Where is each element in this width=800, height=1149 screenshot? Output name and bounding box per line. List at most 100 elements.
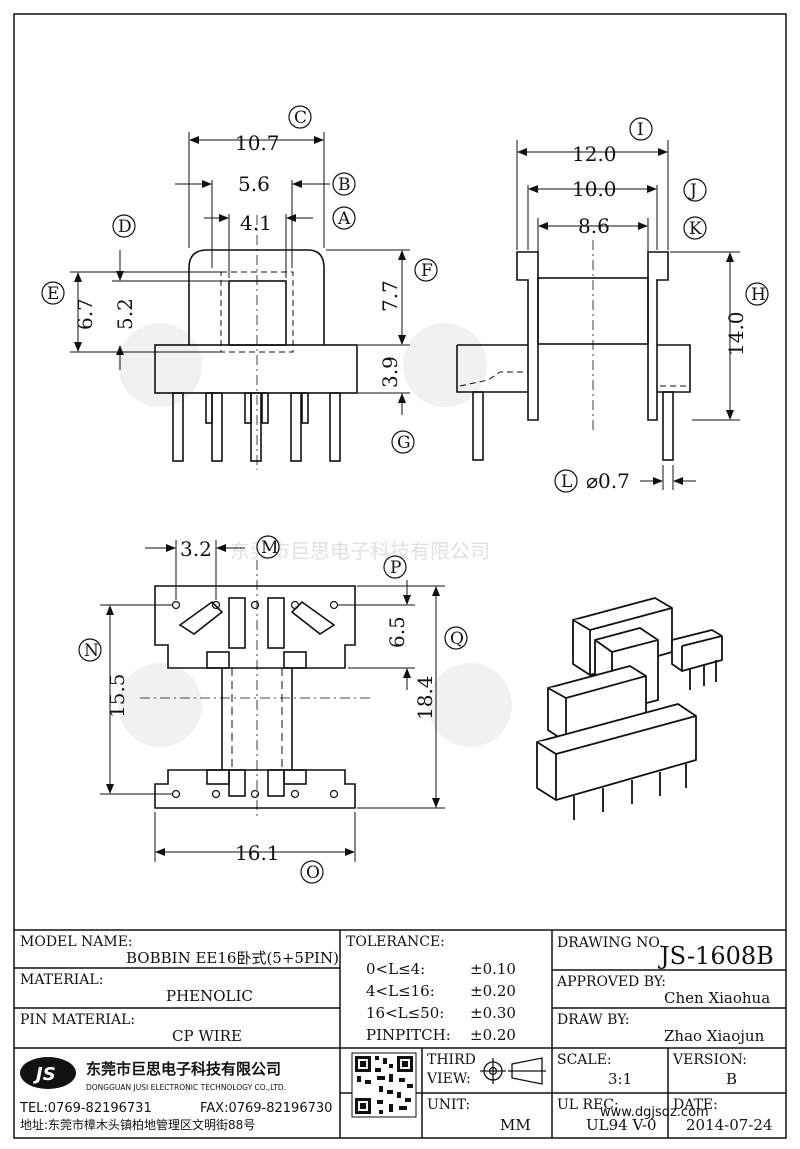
callout-f: F (421, 261, 433, 281)
tolerance-value-3: ±0.30 (470, 1004, 516, 1022)
version-label: VERSION: (672, 1052, 747, 1068)
watermark-layer: 东莞市巨思电子科技有限公司 (118, 323, 512, 747)
date-value: 2014-07-24 (686, 1116, 772, 1134)
dim-text-e: 6.7 (73, 298, 97, 330)
tolerance-value-1: ±0.10 (470, 960, 516, 978)
dim-text-f: 7.7 (378, 280, 402, 312)
tolerance-range-3: 16<L≤50: (366, 1004, 444, 1022)
dim-text-h: 14.0 (724, 311, 748, 356)
dim-text-a: 4.1 (240, 211, 272, 235)
side-dimension-texts: 12.0 10.0 8.6 14.0 ⌀0.7 (572, 142, 748, 493)
callout-k: K (689, 219, 702, 239)
watermark-logo-circle (403, 323, 487, 407)
callout-i: I (637, 120, 644, 140)
approved-by-label: APPROVED BY: (556, 974, 666, 990)
watermark-logo-circle (118, 663, 202, 747)
unit-label: UNIT: (427, 1097, 470, 1113)
version-value: B (726, 1070, 737, 1088)
watermark-logo-circle (428, 663, 512, 747)
callout-e: E (47, 284, 59, 304)
website-watermark: www.dgjsdz.com (600, 1105, 709, 1120)
company-name-en: DONGGUAN JUSI ELECTRONIC TECHNOLOGY CO.,… (86, 1083, 286, 1092)
dim-text-m: 3.2 (180, 537, 212, 561)
draw-by-label: DRAW BY: (557, 1012, 629, 1028)
callout-a: A (337, 209, 351, 229)
callout-q: Q (450, 629, 464, 649)
drawing-frame (13, 13, 787, 1139)
front-dimension-texts: 10.7 5.6 4.1 6.7 5.2 7.7 3.9 (73, 131, 402, 388)
company-logo: JS (20, 1057, 76, 1089)
pin-material-value: CP WIRE (172, 1027, 242, 1045)
tolerance-value-4: ±0.20 (470, 1026, 516, 1044)
ul-rec-label: UL REC: (557, 1097, 619, 1113)
bottom-view (140, 560, 370, 820)
tolerance-range-1: 0<L≤4: (366, 960, 425, 978)
unit-value: MM (500, 1116, 531, 1134)
isometric-view (536, 597, 723, 820)
dim-text-q: 18.4 (413, 675, 437, 720)
front-callouts (41, 105, 438, 454)
scale-label: SCALE: (557, 1052, 612, 1068)
tolerance-value-2: ±0.20 (470, 982, 516, 1000)
tolerance-label: TOLERANCE: (346, 934, 445, 950)
callout-p: P (390, 558, 401, 578)
scale-value: 3:1 (608, 1070, 632, 1088)
company-address: 地址:东莞市樟木头镇柏地管理区文明街88号 (20, 1117, 255, 1132)
tolerance-range-4: PINPITCH: (366, 1026, 451, 1044)
callout-c: C (294, 108, 307, 128)
material-label: MATERIAL: (20, 972, 103, 988)
approved-by-value: Chen Xiaohua (664, 989, 770, 1007)
bottom-callout-letters: M P Q N O (84, 538, 464, 883)
side-callouts (554, 117, 769, 493)
dim-text-l: ⌀0.7 (586, 469, 630, 493)
front-dimensions (70, 132, 410, 415)
pin-material-label: PIN MATERIAL: (20, 1012, 135, 1028)
drawing-no-label: DRAWING NO. (557, 935, 663, 951)
company-name-cn: 东莞市巨思电子科技有限公司 (86, 1060, 281, 1078)
bottom-dimensions (100, 540, 445, 862)
watermark-logo-circle (118, 323, 202, 407)
callout-m: M (261, 538, 278, 558)
dim-text-b: 5.6 (238, 172, 270, 196)
callout-o: O (306, 863, 320, 883)
third-view-label-line1: THIRD (427, 1052, 476, 1068)
qr-code-image (351, 1052, 417, 1118)
dim-text-c: 10.7 (235, 131, 280, 155)
side-view (456, 240, 691, 461)
date-label: DATE: (673, 1097, 718, 1113)
dim-text-n: 15.5 (105, 673, 129, 718)
dim-text-j: 10.0 (572, 177, 617, 201)
material-value: PHENOLIC (166, 987, 253, 1005)
dim-text-o: 16.1 (235, 841, 280, 865)
tolerance-range-2: 4<L≤16: (366, 982, 435, 1000)
model-name-label: MODEL NAME: (20, 934, 133, 950)
dim-text-i: 12.0 (572, 142, 617, 166)
callout-d: D (118, 217, 132, 237)
title-block-grid (14, 929, 786, 1138)
dim-text-g: 3.9 (378, 356, 402, 388)
front-callout-letters: C B A D E F G (47, 108, 433, 453)
callout-n: N (84, 641, 99, 661)
dim-text-k: 8.6 (578, 214, 610, 238)
third-view-label-line2: VIEW: (426, 1071, 471, 1087)
callout-j: J (688, 181, 697, 201)
front-view (154, 215, 358, 470)
callout-l: L (561, 472, 572, 492)
side-dimensions (516, 140, 740, 490)
callout-b: B (338, 175, 351, 195)
logo-text: JS (33, 1064, 56, 1085)
callout-g: G (397, 433, 411, 453)
company-fax: FAX:0769-82196730 (200, 1101, 332, 1116)
title-block-texts: MODEL NAME: BOBBIN EE16卧式(5+5PIN) MATERI… (20, 934, 774, 1134)
callout-h: H (751, 285, 766, 305)
side-callout-letters: I J K H L (561, 120, 766, 492)
third-angle-projection-symbol (480, 1057, 546, 1085)
bottom-callouts (78, 535, 468, 884)
draw-by-value: Zhao Xiaojun (664, 1027, 765, 1045)
ul-rec-value: UL94 V-0 (586, 1116, 657, 1134)
dim-text-p: 6.5 (385, 616, 409, 648)
dim-text-d: 5.2 (113, 298, 137, 330)
model-name-value: BOBBIN EE16卧式(5+5PIN) (126, 949, 339, 967)
drawing-no-value: JS-1608B (657, 942, 774, 970)
